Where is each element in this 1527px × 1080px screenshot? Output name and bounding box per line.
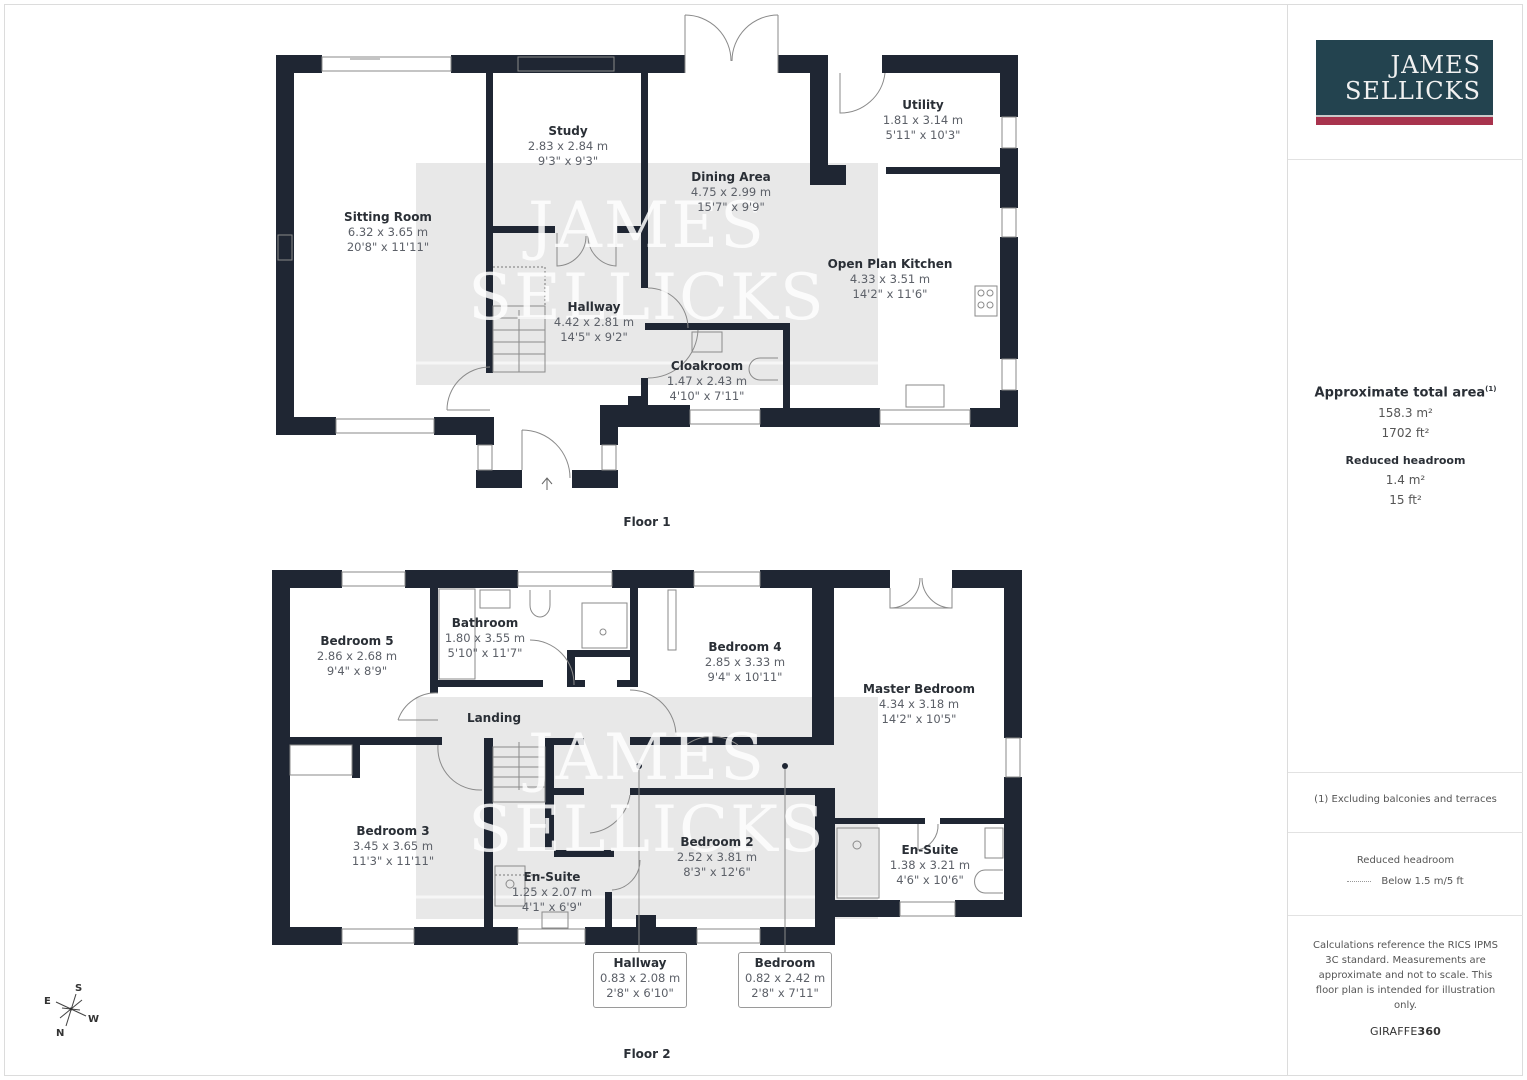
area-summary: Approximate total area(1) 158.3 m² 1702 …: [1288, 160, 1523, 773]
floor1-title: Floor 1: [623, 515, 671, 529]
total-area-ft2: 1702 ft²: [1381, 426, 1430, 441]
legend-item: Below 1.5 m/5 ft: [1288, 876, 1523, 887]
floor2-title: Floor 2: [623, 1047, 671, 1061]
legend-title: Reduced headroom: [1356, 855, 1455, 866]
room-bedroom-3: Bedroom 3 3.45 x 3.65 m 11'3" x 11'11": [351, 824, 435, 868]
room-en-suite-master: En-Suite 1.38 x 3.21 m 4'6" x 10'6": [889, 843, 971, 887]
room-bedroom-5: Bedroom 5 2.86 x 2.68 m 9'4" x 8'9": [316, 634, 398, 678]
room-cloakroom: Cloakroom 1.47 x 2.43 m 4'10" x 7'11": [666, 359, 748, 403]
room-master-bedroom: Master Bedroom 4.34 x 3.18 m 14'2" x 10'…: [863, 682, 975, 726]
room-bedroom-2: Bedroom 2 2.52 x 3.81 m 8'3" x 12'6": [676, 835, 758, 879]
legend-section: Reduced headroom Below 1.5 m/5 ft: [1288, 833, 1523, 916]
floor2-walls: [272, 570, 1022, 945]
disclaimer-text: Calculations reference the RICS IPMS 3C …: [1312, 940, 1499, 1011]
info-sidebar: JAMES SELLICKS Approximate total area(1)…: [1287, 5, 1523, 1075]
callout-bedroom: Bedroom 0.82 x 2.42 m 2'8" x 7'11": [738, 952, 832, 1008]
footnote-text: (1) Excluding balconies and terraces: [1314, 794, 1497, 805]
room-study: Study 2.83 x 2.84 m 9'3" x 9'3": [527, 124, 609, 168]
room-sitting-room: Sitting Room 6.32 x 3.65 m 20'8" x 11'11…: [344, 210, 432, 254]
provider-brand: GIRAFFE360: [1369, 1025, 1442, 1038]
floor2-openings: [289, 571, 1021, 952]
watermark-floor1: JAMES SELLICKS: [468, 189, 826, 335]
callout-hallway: Hallway 0.83 x 2.08 m 2'8" x 6'10": [593, 952, 687, 1008]
floor1-walls: [276, 55, 1018, 488]
disclaimer-section: Calculations reference the RICS IPMS 3C …: [1288, 916, 1523, 1075]
room-en-suite-1: En-Suite 1.25 x 2.07 m 4'1" x 6'9": [511, 870, 593, 914]
logo-accent-bar: [1316, 117, 1493, 125]
compass-rose-icon: S E W N: [44, 983, 100, 1039]
room-landing: Landing: [466, 711, 522, 725]
brand-logo: JAMES SELLICKS: [1316, 40, 1493, 125]
room-dining-area: Dining Area 4.75 x 2.99 m 15'7" x 9'9": [690, 170, 772, 214]
floor-plan-drawing: [272, 14, 1022, 952]
page-frame: [4, 4, 1523, 1076]
watermark-floor2: JAMES SELLICKS: [468, 721, 826, 867]
reduced-headroom-ft2: 15 ft²: [1389, 493, 1422, 508]
room-bedroom-4: Bedroom 4 2.85 x 3.33 m 9'4" x 10'11": [704, 640, 786, 684]
reduced-headroom-title: Reduced headroom: [1345, 454, 1466, 468]
room-bathroom: Bathroom 1.80 x 3.55 m 5'10" x 11'7": [444, 616, 526, 660]
dotted-line-icon: [1347, 880, 1372, 882]
reduced-headroom-m2: 1.4 m²: [1385, 473, 1426, 488]
total-area-m2: 158.3 m²: [1378, 406, 1433, 421]
room-utility: Utility 1.81 x 3.14 m 5'11" x 10'3": [882, 98, 964, 142]
footnote-section: (1) Excluding balconies and terraces: [1288, 773, 1523, 833]
total-area-title: Approximate total area(1): [1314, 385, 1497, 401]
room-open-plan-kitchen: Open Plan Kitchen 4.33 x 3.51 m 14'2" x …: [827, 257, 953, 301]
room-hallway: Hallway 4.42 x 2.81 m 14'5" x 9'2": [553, 300, 635, 344]
floor1-openings: [277, 14, 1017, 479]
logo-section: JAMES SELLICKS: [1288, 5, 1523, 160]
